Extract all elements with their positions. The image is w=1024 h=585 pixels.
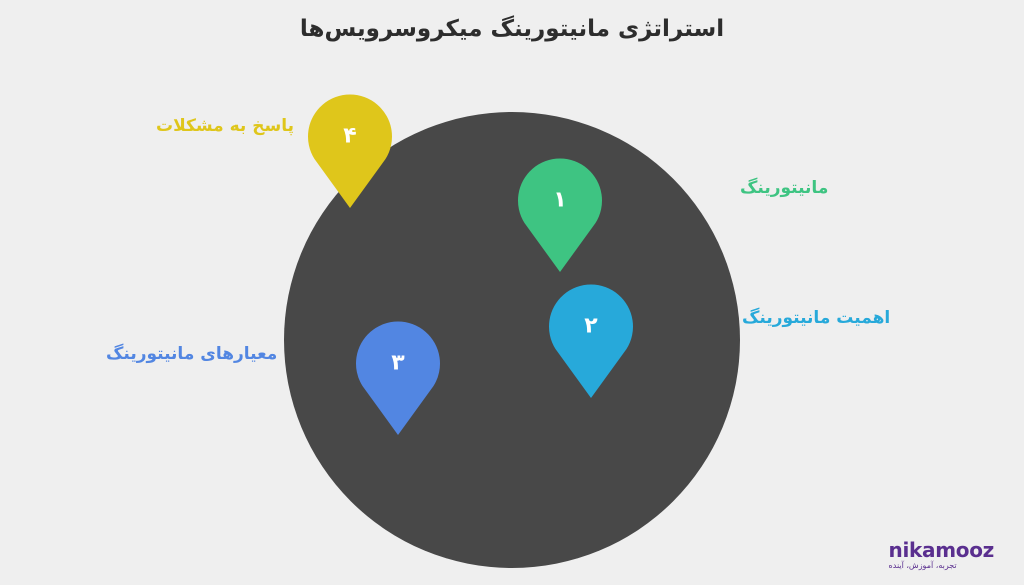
- label-monitoring-importance: اهمیت مانیتورینگ: [742, 308, 891, 328]
- pin-4: ۴: [308, 94, 393, 208]
- map-pin-icon: [308, 94, 393, 208]
- pin-2: ۲: [549, 284, 633, 398]
- pin-4-number: ۴: [343, 124, 356, 149]
- label-monitoring: مانیتورینگ: [740, 178, 829, 198]
- pin-1-number: ۱: [553, 188, 566, 213]
- nikamooz-logo: nikamooz تجربه، آموزش، آینده: [888, 538, 995, 571]
- pin-1: ۱: [518, 158, 603, 272]
- pin-2-number: ۲: [584, 314, 598, 339]
- map-pin-icon: [518, 158, 603, 272]
- label-problem-response: پاسخ به مشکلات: [156, 116, 294, 136]
- pin-3: ۳: [356, 321, 440, 435]
- pin-3-number: ۳: [391, 351, 405, 376]
- page-title: استراتژی مانیتورینگ میکروسرویس‌ها: [299, 16, 725, 42]
- background-circle: [284, 112, 740, 568]
- map-pin-icon: [549, 284, 633, 398]
- logo-wordmark: nikamooz: [888, 538, 995, 562]
- logo-tagline: تجربه، آموزش، آینده: [888, 561, 957, 570]
- map-pin-icon: [356, 321, 440, 435]
- label-monitoring-metrics: معیارهای مانیتورینگ: [106, 344, 278, 364]
